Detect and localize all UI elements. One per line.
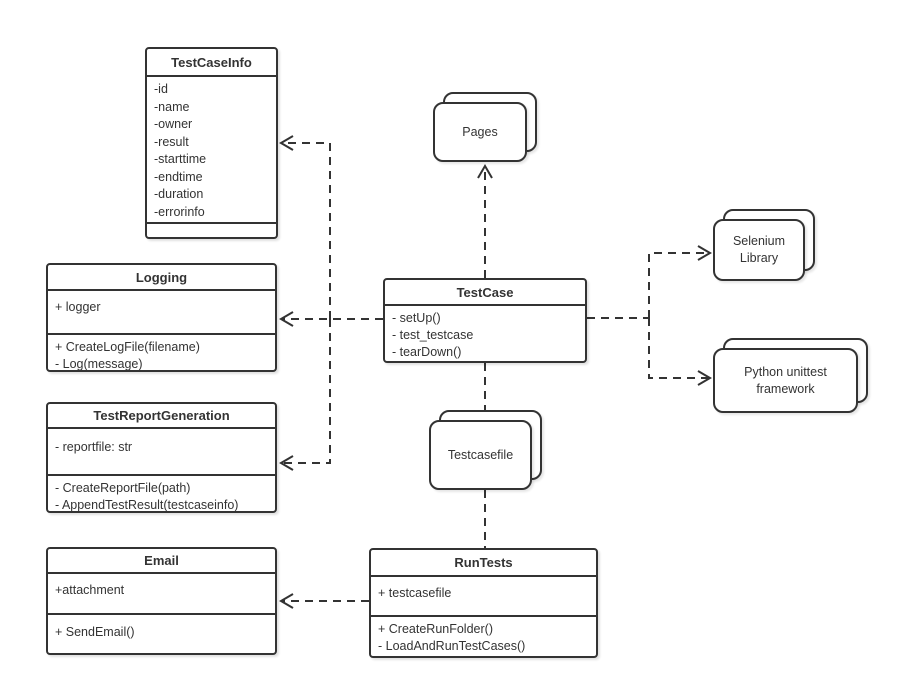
attribute-line: +attachment: [55, 583, 125, 597]
component-label: Pages: [462, 124, 498, 139]
class-box-testcaseinfo[interactable]: TestCaseInfo -id -name -owner -result -s…: [145, 47, 278, 239]
attributes-section: - setUp() - test_testcase - tearDown(): [385, 306, 585, 361]
class-box-testreportgeneration[interactable]: TestReportGeneration - reportfile: str -…: [46, 402, 277, 513]
edge-testcase-python-unittest[interactable]: [648, 318, 712, 386]
attribute-line: + testcasefile: [378, 586, 452, 600]
attributes-section: + logger: [48, 291, 275, 333]
component-testcasefile[interactable]: Testcasefile: [429, 410, 542, 490]
attributes-section: -id -name -owner -result -starttime -end…: [147, 77, 276, 222]
attribute-line: - tearDown(): [392, 345, 462, 359]
class-name: RunTests: [371, 550, 596, 577]
component-selenium-library[interactable]: Selenium Library: [713, 209, 815, 281]
attributes-section: - reportfile: str: [48, 429, 275, 474]
class-name: TestCaseInfo: [147, 49, 276, 77]
attribute-line: - reportfile: str: [55, 440, 133, 454]
attribute-line: -result: [154, 134, 189, 149]
attribute-line: -id: [154, 82, 168, 96]
methods-section: + CreateLogFile(filename) - Log(message): [48, 333, 275, 370]
attribute-line: -duration: [154, 187, 204, 201]
methods-section: + CreateRunFolder() - LoadAndRunTestCase…: [371, 615, 596, 656]
class-box-testcase[interactable]: TestCase - setUp() - test_testcase - tea…: [383, 278, 587, 363]
method-line: + SendEmail(): [55, 625, 135, 639]
attribute-line: - setUp(): [392, 311, 441, 325]
attribute-line: -starttime: [154, 152, 207, 166]
component-shape-front: Testcasefile: [429, 420, 532, 490]
class-name: Logging: [48, 265, 275, 291]
class-name: TestReportGeneration: [48, 404, 275, 429]
class-name: TestCase: [385, 280, 585, 306]
class-name: Email: [48, 549, 275, 574]
method-line: - LoadAndRunTestCases(): [378, 639, 526, 653]
edge-testcase-testcaseinfo[interactable]: [279, 135, 331, 319]
attribute-line: -name: [154, 99, 190, 114]
attribute-line: -errorinfo: [154, 204, 205, 219]
attribute-line: -endtime: [154, 169, 203, 184]
methods-section: + SendEmail(): [48, 613, 275, 653]
method-line: + CreateLogFile(filename): [55, 340, 200, 354]
component-label: Selenium Library: [732, 234, 786, 265]
methods-section-empty: [147, 222, 276, 237]
component-label: Testcasefile: [447, 447, 514, 462]
edge-testcase-testreportgeneration[interactable]: [279, 319, 331, 471]
attribute-line: + logger: [55, 300, 101, 314]
attribute-line: -owner: [154, 117, 193, 131]
component-shape-front: Pages: [433, 102, 527, 162]
component-python-unittest-framework[interactable]: Python unittest framework: [713, 338, 868, 413]
method-line: - CreateReportFile(path): [55, 481, 191, 495]
method-line: + CreateRunFolder(): [378, 622, 493, 636]
edge-testcase-selenium-library[interactable]: [648, 245, 712, 318]
attributes-section: + testcasefile: [371, 577, 596, 615]
attributes-section: +attachment: [48, 574, 275, 613]
method-line: - Log(message): [55, 357, 143, 370]
component-shape-front: Selenium Library: [713, 219, 805, 281]
methods-section: - CreateReportFile(path) - AppendTestRes…: [48, 474, 275, 511]
component-pages[interactable]: Pages: [433, 92, 537, 162]
class-box-logging[interactable]: Logging + logger + CreateLogFile(filenam…: [46, 263, 277, 372]
class-box-runtests[interactable]: RunTests + testcasefile + CreateRunFolde…: [369, 548, 598, 658]
attribute-line: - test_testcase: [392, 328, 474, 342]
class-box-email[interactable]: Email +attachment + SendEmail(): [46, 547, 277, 655]
component-shape-front: Python unittest framework: [713, 348, 858, 413]
method-line: - AppendTestResult(testcaseinfo): [55, 498, 239, 511]
component-label: Python unittest framework: [744, 364, 827, 396]
